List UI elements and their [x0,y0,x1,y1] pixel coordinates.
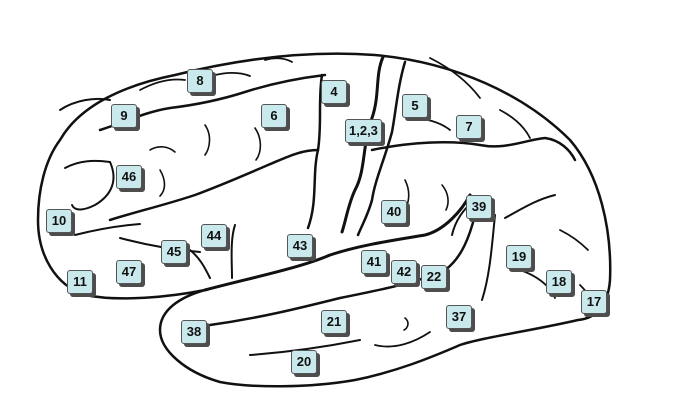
area-label-46: 46 [116,165,142,189]
area-label-19: 19 [506,245,532,269]
area-label-39: 39 [466,195,492,219]
postcentral-sulcus [356,60,407,237]
area-label-21: 21 [321,310,347,334]
area-label-40: 40 [381,200,407,224]
inferior-frontal-sulcus [108,148,320,222]
lateral-sulcus [203,193,472,292]
area-label-45: 45 [161,240,187,264]
area-label-20: 20 [291,350,317,374]
area-label-8: 8 [187,69,213,93]
area-label-22: 22 [421,265,447,289]
superior-temporal-sulcus [208,213,477,327]
area-label-41: 41 [361,250,387,274]
area-label-7: 7 [456,115,482,139]
area-label-18: 18 [546,270,572,294]
central-sulcus [340,55,385,234]
area-label-42: 42 [391,260,417,284]
area-label-9: 9 [111,104,137,128]
area-label-6: 6 [261,104,287,128]
area-label-4: 4 [321,80,347,104]
area-label-1-2-3: 1,2,3 [345,119,382,143]
area-label-37: 37 [446,305,472,329]
area-label-38: 38 [181,320,207,344]
area-label-47: 47 [116,260,142,284]
area-label-5: 5 [402,94,428,118]
inferior-temporal-sulcus [249,339,361,356]
area-label-44: 44 [201,224,227,248]
area-label-10: 10 [46,209,72,233]
intraparietal-sulcus [370,136,577,162]
brain-outline [36,52,612,388]
area-label-43: 43 [287,234,313,258]
area-label-11: 11 [67,270,93,294]
area-label-17: 17 [581,290,607,314]
